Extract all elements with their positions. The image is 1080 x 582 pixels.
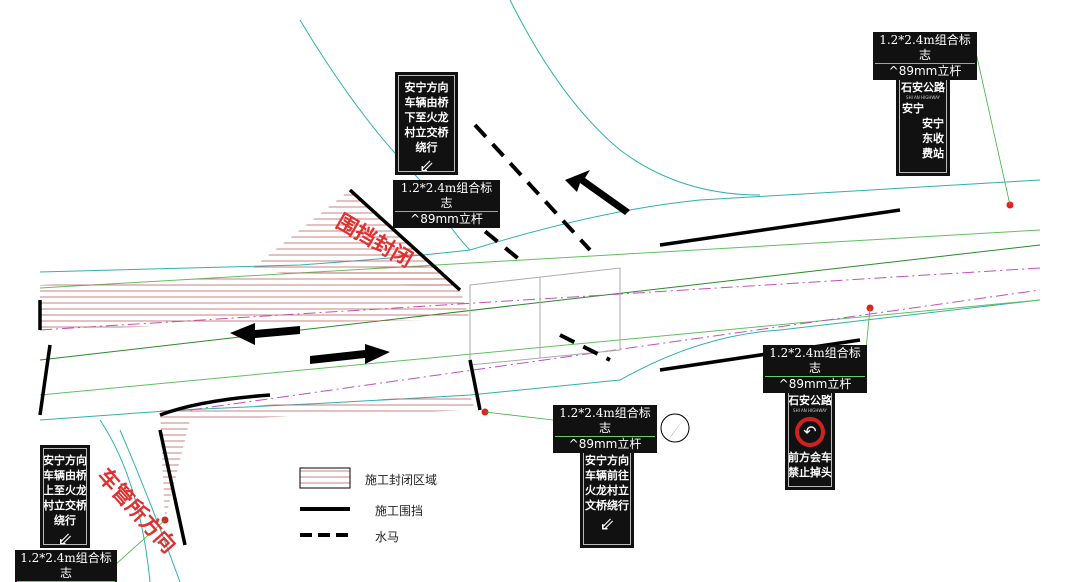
sign-text: 文桥绕行 bbox=[585, 499, 629, 512]
sign-size: 1.2*2.4m组合标志 bbox=[555, 406, 655, 437]
sign-text: 车辆由桥 bbox=[43, 469, 87, 482]
sign-text: 安宁方向 bbox=[585, 454, 629, 467]
pole-spec: ^89mm立杆 bbox=[888, 64, 962, 78]
pole-spec: ^89mm立杆 bbox=[410, 212, 483, 226]
arrow-down-left-icon: ⇙ bbox=[57, 529, 73, 550]
sign-label-2: 1.2*2.4m组合标志 ^89mm立杆 bbox=[873, 32, 977, 80]
pole-spec: ^89mm立杆 bbox=[568, 437, 642, 451]
sign-text: 车辆由桥 bbox=[404, 96, 449, 109]
arrow-down-left-icon: ⇙ bbox=[599, 514, 615, 535]
detour-sign-4: 安宁方向 车辆前往 火龙村立 文桥绕行 ⇙ bbox=[580, 437, 634, 548]
route-sign-shian-highway: 石安公路 SHI AN HIGHWAY 安宁 安宁 东收 费站 bbox=[896, 72, 950, 176]
sign-text: 费站 bbox=[922, 147, 944, 160]
sign-subtitle: SHI AN HIGHWAY bbox=[906, 95, 940, 100]
sign-text: 上至火龙 bbox=[43, 484, 87, 497]
sign-text: 安宁 bbox=[922, 117, 944, 130]
sign-size: 1.2*2.4m组合标志 bbox=[875, 33, 975, 64]
legend-label-barrier: 施工围挡 bbox=[375, 504, 424, 518]
arrow-east bbox=[310, 344, 390, 364]
legend-label-closure-zone: 施工封闭区域 bbox=[365, 473, 438, 487]
sign-text: 绕行 bbox=[415, 141, 438, 154]
legend-hatched-box bbox=[299, 467, 351, 489]
sign-size: 1.2*2.4m组合标志 bbox=[395, 181, 498, 212]
sign-text: 前方会车 bbox=[788, 451, 832, 464]
arrow-turn bbox=[565, 170, 630, 215]
sign-text: 安宁方向 bbox=[404, 81, 449, 94]
north-arrow-icon bbox=[660, 413, 690, 443]
sign-text: 安宁 bbox=[902, 102, 924, 115]
closure-zone-upper bbox=[250, 190, 460, 290]
sign-text: 东收 bbox=[922, 132, 944, 145]
sign-text: 安宁方向 bbox=[43, 454, 87, 467]
sign-text: 绕行 bbox=[54, 514, 76, 527]
sign-size: 1.2*2.4m组合标志 bbox=[765, 346, 865, 377]
sign-subtitle: SHI AN HIGHWAY bbox=[793, 408, 827, 413]
sign-title: 石安公路 bbox=[788, 394, 832, 407]
detour-sign-1: 安宁方向 车辆由桥 下至火龙 村立交桥 绕行 ⇙ bbox=[395, 72, 458, 177]
sign-title: 石安公路 bbox=[901, 81, 945, 94]
sign-text: 村立交桥 bbox=[404, 126, 449, 139]
arrow-west bbox=[230, 323, 300, 345]
closure-zone-lower bbox=[160, 395, 475, 520]
legend-symbols bbox=[299, 467, 351, 537]
no-u-turn-sign: 石安公路 SHI AN HIGHWAY ↶ 前方会车 禁止掉头 bbox=[785, 385, 835, 490]
no-u-turn-icon: ↶ bbox=[795, 417, 825, 447]
detour-sign-5: 安宁方向 车辆由桥 上至火龙 村立交桥 绕行 ⇙ bbox=[40, 445, 90, 550]
sign-text: 下至火龙 bbox=[404, 111, 449, 124]
traffic-arrows bbox=[230, 170, 630, 364]
sign-label-4: 1.2*2.4m组合标志 ^89mm立杆 bbox=[553, 405, 657, 453]
sign-text: 村立交桥 bbox=[43, 499, 87, 512]
sign-label-3: 1.2*2.4m组合标志 ^89mm立杆 bbox=[763, 345, 867, 393]
arrow-down-left-icon: ⇙ bbox=[418, 156, 435, 177]
sign-label-5: 1.2*2.4m组合标志 ^89mm立杆 bbox=[15, 550, 117, 582]
sign-text: 禁止掉头 bbox=[788, 466, 832, 479]
bridge bbox=[469, 267, 621, 366]
sign-text: 火龙村立 bbox=[585, 484, 629, 497]
sign-size: 1.2*2.4m组合标志 bbox=[17, 551, 115, 582]
sign-text: 车辆前往 bbox=[585, 469, 629, 482]
pole-spec: ^89mm立杆 bbox=[778, 377, 852, 391]
water-barriers bbox=[463, 123, 611, 362]
sign-label-1: 1.2*2.4m组合标志 ^89mm立杆 bbox=[393, 180, 500, 228]
legend-label-water-barrier: 水马 bbox=[375, 530, 400, 544]
